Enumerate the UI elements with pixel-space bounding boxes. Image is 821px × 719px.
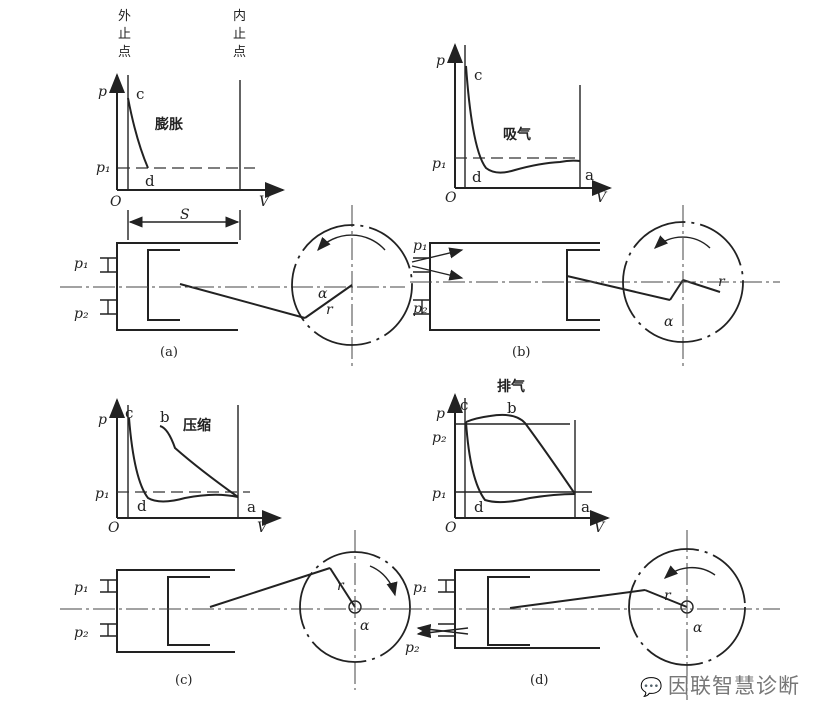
p1-label: p₁ [413, 238, 428, 254]
panel-c: p c b 压缩 p₁ d a O V p₁ p₂ α r (c) [60, 398, 411, 690]
alpha-label: α [360, 618, 370, 634]
piston [147, 249, 180, 321]
r-label: r [326, 302, 334, 318]
point-d: d [472, 168, 482, 186]
point-a: a [581, 498, 590, 516]
cylinder-c: p₁ p₂ α r (c) [60, 530, 411, 690]
inner-dead-center-label: 内 [233, 8, 246, 24]
compression-curve [159, 425, 239, 498]
p2-label: p₂ [74, 306, 89, 322]
outer-dead-center-label: 止 [118, 27, 131, 42]
alpha-label: α [318, 286, 328, 302]
origin-label: O [445, 190, 457, 206]
crank-arm [304, 284, 353, 319]
r-label: r [337, 578, 345, 594]
p2-label: p₂ [405, 640, 420, 656]
r-label: r [718, 274, 726, 290]
rotation-arrow [317, 234, 386, 252]
wechat-icon: 💬 [640, 677, 664, 698]
pv-diagram-b: p c 吸气 p₁ d a O V [432, 43, 612, 206]
panel-d: 排气 p c b p₂ p₁ d a O V p₁ p₂ [400, 378, 780, 700]
pv-diagram-a: 外 止 点 内 止 点 p c 膨胀 p₁ d O V [96, 8, 285, 210]
stroke-label: S [180, 207, 190, 223]
panel-b: p c 吸气 p₁ d a O V p₁ p₂ α r [410, 43, 780, 368]
discharge-valve [100, 299, 117, 315]
p1-label: p₁ [413, 580, 428, 596]
point-d: d [145, 172, 155, 190]
suction-valve [100, 257, 117, 273]
process-label: 压缩 [183, 417, 211, 434]
inner-dead-center-label: 点 [233, 45, 246, 60]
point-d: d [474, 498, 484, 516]
point-d: d [137, 497, 147, 515]
alpha-label: α [664, 314, 674, 330]
compression-discharge-curve [465, 413, 576, 495]
p1-label: p₁ [432, 156, 447, 172]
point-a: a [585, 166, 594, 184]
caption-d: (d) [530, 673, 548, 688]
suction-curve [465, 65, 581, 174]
point-a: a [247, 498, 256, 516]
inner-dead-center-label: 止 [233, 27, 246, 42]
crank-circle [628, 548, 746, 666]
p2-label: p₂ [432, 430, 447, 446]
p1-label: p₁ [96, 160, 111, 176]
p-axis-label: p [436, 406, 445, 422]
caption-b: (b) [512, 345, 530, 360]
watermark: 💬因联智慧诊断 [640, 670, 800, 700]
point-b: b [160, 408, 170, 426]
connecting-rod [566, 275, 671, 301]
connecting-rod [179, 283, 306, 319]
point-b: b [507, 399, 517, 417]
p-axis-label: p [98, 84, 107, 100]
point-c: c [460, 396, 468, 414]
origin-label: O [108, 520, 120, 536]
outer-dead-center-label: 外 [118, 9, 131, 24]
piston [566, 249, 600, 321]
point-c: c [474, 66, 482, 84]
point-c: c [136, 85, 144, 103]
watermark-text: 因联智慧诊断 [668, 674, 800, 698]
caption-c: (c) [175, 673, 192, 688]
process-label: 排气 [497, 378, 525, 395]
expansion-curve [127, 97, 149, 169]
outer-dead-center-label: 点 [118, 45, 131, 60]
p-axis-label: p [98, 412, 107, 428]
r-label: r [664, 588, 672, 604]
piston [167, 576, 210, 646]
p1-label: p₁ [95, 486, 110, 502]
v-axis-label: V [596, 190, 608, 206]
expansion-suction-curve [465, 421, 576, 504]
p1-label: p₁ [432, 486, 447, 502]
point-c: c [125, 404, 133, 422]
v-axis-label: V [259, 194, 271, 210]
crank-arm [329, 567, 356, 608]
p2-label: p₂ [413, 301, 428, 317]
origin-label: O [110, 194, 122, 210]
process-label: 吸气 [503, 126, 531, 143]
panel-a: 外 止 点 内 止 点 p c 膨胀 p₁ d O V S p₁ p₂ [60, 8, 413, 368]
crank-circle [291, 224, 413, 346]
p2-label: p₂ [74, 625, 89, 641]
crank-circle [299, 551, 411, 663]
pv-diagram-c: p c b 压缩 p₁ d a O V [95, 398, 282, 536]
cylinder-a: S p₁ p₂ α r (a) [60, 205, 413, 368]
expansion-suction-curve [128, 417, 239, 503]
p1-label: p₁ [74, 256, 89, 272]
p1-label: p₁ [74, 580, 89, 596]
crank-arm [644, 589, 688, 608]
alpha-label: α [693, 620, 703, 636]
pv-diagram-d: 排气 p c b p₂ p₁ d a O V [432, 378, 610, 536]
p-axis-label: p [436, 53, 445, 69]
process-label: 膨胀 [155, 116, 183, 133]
v-axis-label: V [257, 520, 269, 536]
crank-circle [622, 221, 744, 343]
v-axis-label: V [594, 520, 606, 536]
cylinder-d: p₁ p₂ α r (d) [400, 530, 780, 700]
origin-label: O [445, 520, 457, 536]
cylinder-b: p₁ p₂ α r (b) [410, 205, 780, 368]
connecting-rod [509, 589, 646, 609]
caption-a: (a) [160, 345, 178, 360]
piston [487, 576, 530, 646]
